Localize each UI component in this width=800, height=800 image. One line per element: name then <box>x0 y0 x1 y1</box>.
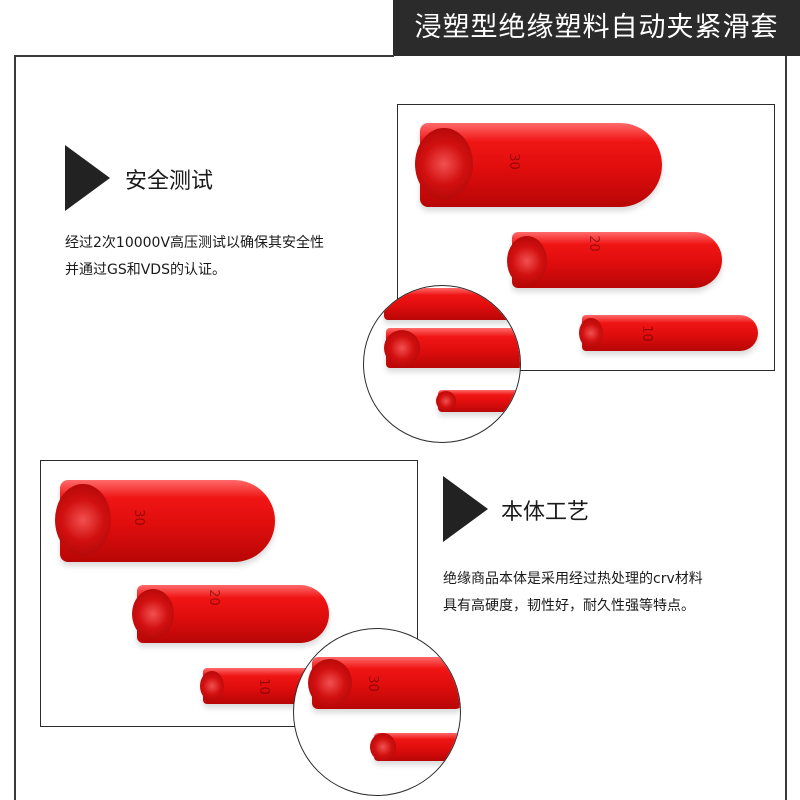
frame-line-top <box>14 55 394 57</box>
size-label: 20 <box>205 589 221 606</box>
description-line: 经过2次10000V高压测试以确保其安全性 <box>65 235 325 251</box>
description-line: 具有高硬度，韧性好，耐久性强等特点。 <box>443 598 695 614</box>
size-label: 30 <box>130 509 146 526</box>
page-title: 浸塑型绝缘塑料自动夹紧滑套 <box>393 0 800 56</box>
size-label: 10 <box>638 325 654 342</box>
triangle-arrow-icon <box>443 476 488 542</box>
size-label: 20 <box>585 235 601 252</box>
frame-line-right <box>785 56 787 800</box>
detail-magnifier: 30 <box>293 628 461 796</box>
triangle-arrow-icon <box>65 145 110 211</box>
detail-magnifier <box>363 285 521 443</box>
section-description: 绝缘商品本体是采用经过热处理的crv材料 具有高硬度，韧性好，耐久性强等特点。 <box>443 566 703 620</box>
section-heading: 安全测试 <box>125 169 214 194</box>
section-heading: 本体工艺 <box>501 500 590 525</box>
size-label: 30 <box>364 675 380 692</box>
size-label: 30 <box>505 153 521 170</box>
description-line: 并通过GS和VDS的认证。 <box>65 262 226 278</box>
description-line: 绝缘商品本体是采用经过热处理的crv材料 <box>443 571 703 587</box>
size-label: 10 <box>255 678 271 695</box>
section-description: 经过2次10000V高压测试以确保其安全性 并通过GS和VDS的认证。 <box>65 230 324 284</box>
frame-line-left <box>14 55 16 800</box>
